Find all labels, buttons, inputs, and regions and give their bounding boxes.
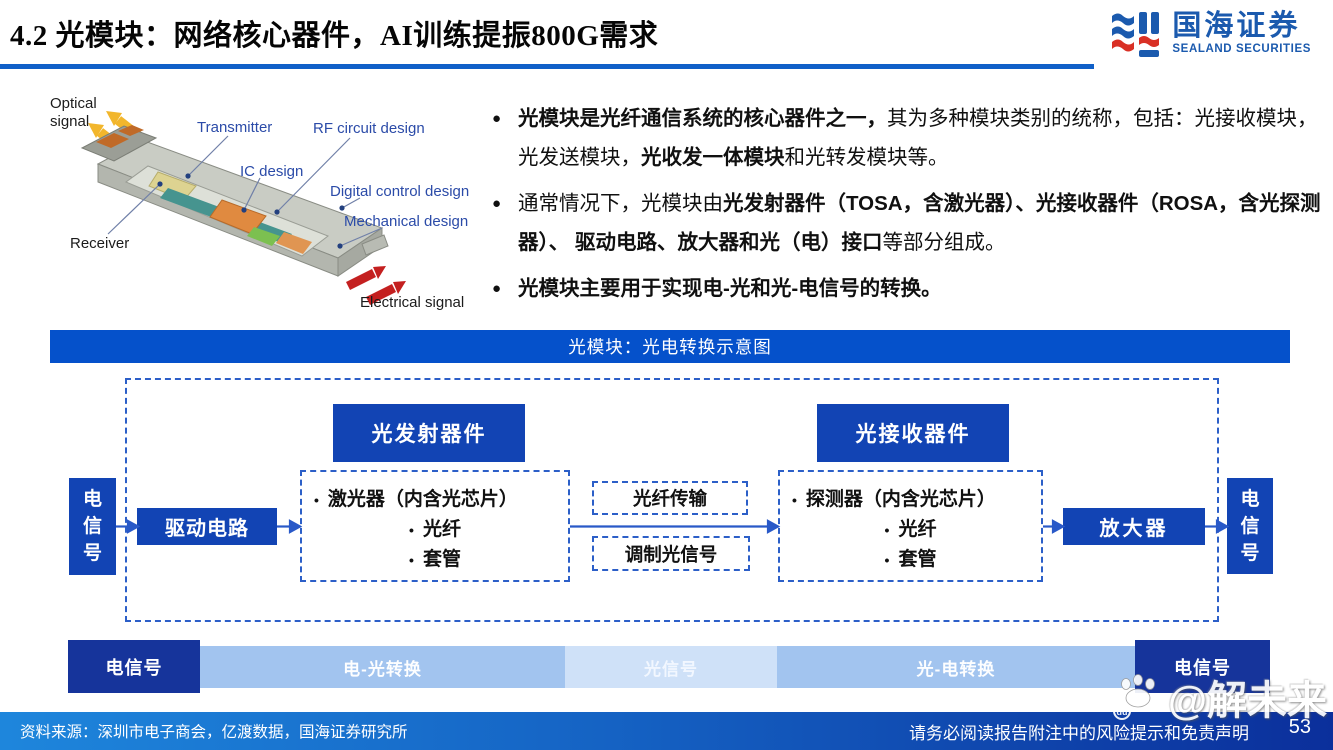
tosa-item: •光纤 <box>409 519 461 540</box>
module-body <box>80 125 389 277</box>
rosa-title-box: 光接收器件 <box>817 404 1009 462</box>
figure-leader-dots <box>157 173 345 249</box>
flow-optical-signal: 光信号 <box>565 646 777 688</box>
bullet-text: 通常情况下，光模块由光发射器件（TOSA，含激光器）、光接收器件（ROSA，含光… <box>518 192 1321 254</box>
label-rf-circuit: RF circuit design <box>313 120 425 137</box>
footer-source: 资料来源：深圳市电子商会，亿渡数据，国海证券研究所 <box>20 724 408 741</box>
brand-logo: 国海证券 SEALAND SECURITIES <box>1109 8 1311 60</box>
footer-disclaimer: 请务必阅读报告附注中的风险提示和免责声明 <box>909 724 1249 743</box>
rosa-item: •探测器（内含光芯片） <box>792 489 996 510</box>
amplifier-box: 放大器 <box>1063 508 1205 545</box>
electrical-signal-out-box: 电信号 <box>1227 478 1273 574</box>
label-receiver: Receiver <box>70 235 129 252</box>
bullet-text: 光模块主要用于实现电-光和光-电信号的转换。 <box>518 277 942 300</box>
rosa-item: •光纤 <box>884 519 937 540</box>
page-number: 53 <box>1288 716 1311 738</box>
driver-circuit-box: 驱动电路 <box>137 508 277 545</box>
rosa-components-box: •探测器（内含光芯片） •光纤 •套管 <box>778 470 1043 582</box>
tosa-components-box: •激光器（内含光芯片） •光纤 •套管 <box>300 470 570 582</box>
tosa-item: •套管 <box>409 549 461 570</box>
label-electrical-signal: Electrical signal <box>360 294 464 311</box>
label-optical-signal-line2: signal <box>50 113 89 130</box>
du-badge: du <box>1116 707 1127 717</box>
figure-leader-lines <box>107 135 383 247</box>
brand-name-cn: 国海证券 <box>1172 10 1301 43</box>
paw-icon: du <box>1112 674 1155 720</box>
bullet-marker: ● <box>492 280 502 297</box>
bullet-text: 光模块是光纤通信系统的核心器件之一，其为多种模块类别的统称，包括：光接收模块，光… <box>518 107 1318 169</box>
section-banner: 光模块：光电转换示意图 <box>50 330 1290 363</box>
bullet-marker: ● <box>492 110 502 127</box>
sealand-logo-icon <box>1112 12 1160 57</box>
flow-eo-conversion: 电-光转换 <box>200 646 565 688</box>
bullet-item: ● 光模块主要用于实现电-光和光-电信号的转换。 <box>492 269 1333 308</box>
label-digital-control: Digital control design <box>330 183 469 200</box>
diagram-dashed-frame <box>125 378 1219 622</box>
tosa-item: •激光器（内含光芯片） <box>314 489 518 510</box>
label-optical-signal-line1: Optical <box>50 95 97 112</box>
bullet-list: ● 光模块是光纤通信系统的核心器件之一，其为多种模块类别的统称，包括：光接收模块… <box>492 99 1333 315</box>
bullet-marker: ● <box>492 195 502 212</box>
brand-name-en: SEALAND SECURITIES <box>1172 43 1311 56</box>
electrical-signal-in-box: 电信号 <box>69 478 116 575</box>
label-transmitter: Transmitter <box>197 119 272 136</box>
page-title: 4.2 光模块：网络核心器件，AI训练提振800G需求 <box>10 20 659 52</box>
footer-bar <box>0 712 1333 750</box>
watermark-handle: @解未来 <box>1167 679 1327 723</box>
watermark: du @解未来 <box>1111 668 1327 726</box>
modulated-signal-box: 调制光信号 <box>592 536 750 571</box>
flow-electrical-in: 电信号 <box>68 640 200 693</box>
flow-electrical-out: 电信号 <box>1135 640 1270 693</box>
bullet-item: ● 通常情况下，光模块由光发射器件（TOSA，含激光器）、光接收器件（ROSA，… <box>492 184 1333 262</box>
fiber-transmission-box: 光纤传输 <box>592 481 748 515</box>
tosa-title-box: 光发射器件 <box>333 404 525 462</box>
label-mechanical: Mechanical design <box>344 213 468 230</box>
rosa-item: •套管 <box>884 549 937 570</box>
flow-oe-conversion: 光-电转换 <box>777 646 1135 688</box>
bullet-item: ● 光模块是光纤通信系统的核心器件之一，其为多种模块类别的统称，包括：光接收模块… <box>492 99 1333 177</box>
label-ic-design: IC design <box>240 163 303 180</box>
electrical-signal-arrows <box>345 266 406 306</box>
title-underline <box>0 64 1094 69</box>
optical-module-figure: Optical signal Transmitter RF circuit de… <box>50 95 469 311</box>
banner-title: 光模块：光电转换示意图 <box>568 337 772 357</box>
